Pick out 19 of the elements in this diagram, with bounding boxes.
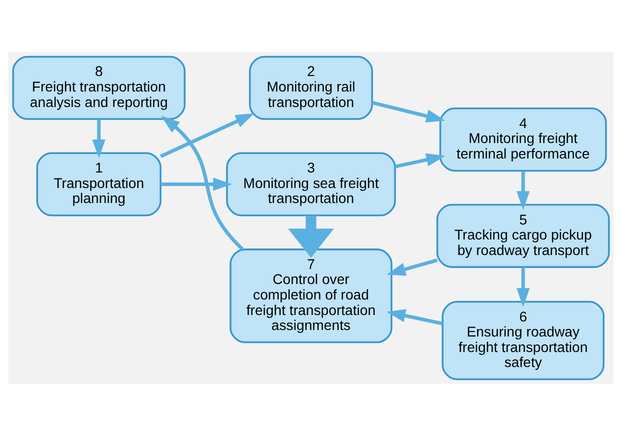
node-box: 5 Tracking cargo pickup by roadway transport — [436, 203, 610, 268]
arrow — [372, 100, 446, 122]
arrow — [161, 115, 244, 250]
node-box: 2 Monitoring rail transportation — [249, 55, 373, 120]
arrow — [92, 118, 106, 158]
node-box: 3 Monitoring sea freight transportation — [226, 152, 396, 216]
node-box: 8 Freight transportation analysis and reporting — [12, 55, 186, 120]
arrow — [288, 215, 334, 258]
arrow — [386, 258, 438, 276]
arrow — [386, 308, 443, 325]
arrow — [160, 177, 232, 190]
arrow — [160, 112, 254, 158]
arrow — [516, 266, 530, 307]
node-box: 6 Ensuring roadway freight transportation safety — [442, 300, 605, 380]
node-box: 1 Transportation planning — [36, 152, 162, 216]
node-box: 7 Control over completion of road freight transportation assignments — [230, 248, 392, 343]
node-box: 4 Monitoring freight terminal performance — [439, 107, 607, 172]
arrow — [394, 152, 446, 168]
arrow — [516, 170, 530, 210]
